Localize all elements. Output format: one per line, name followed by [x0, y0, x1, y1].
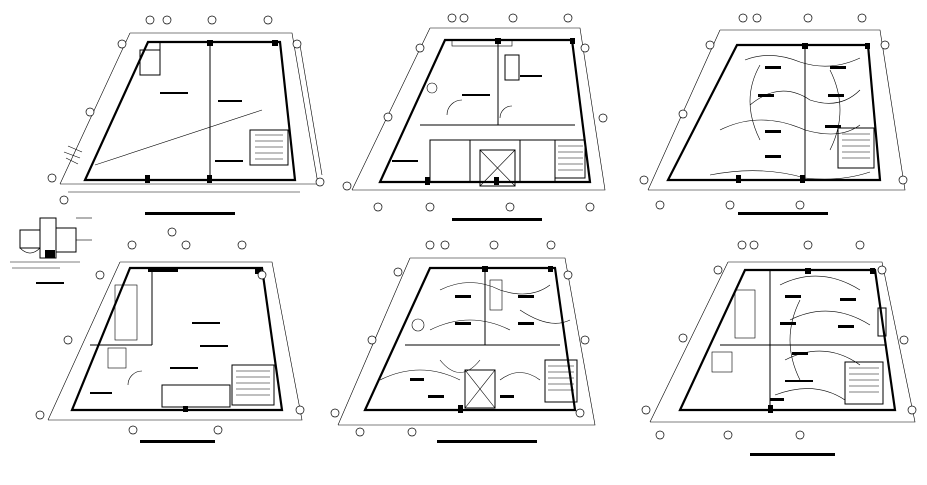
floor-plan-3 [639, 13, 908, 215]
floor-plan-1 [47, 15, 325, 215]
floor-plan-4 [35, 227, 305, 443]
toilet-section-detail [10, 217, 92, 284]
floor-plan-5 [330, 240, 596, 443]
floor-plan-2 [342, 13, 608, 221]
floor-plan-6 [641, 240, 917, 456]
